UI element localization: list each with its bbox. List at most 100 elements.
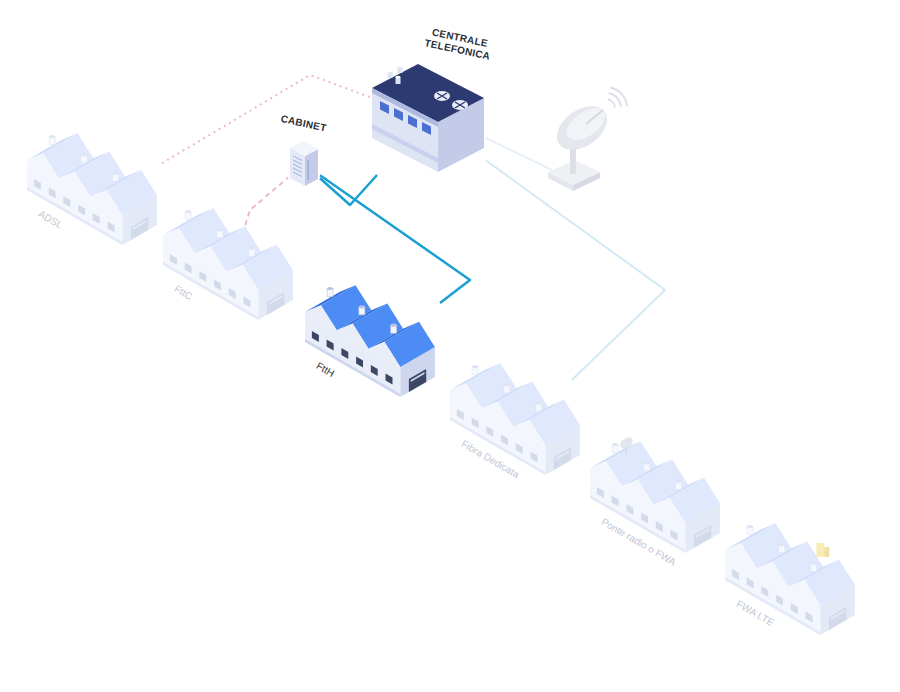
network-link <box>320 175 377 205</box>
window <box>327 340 334 351</box>
window <box>612 496 619 507</box>
chimney-top <box>185 210 191 213</box>
office-window <box>380 101 389 114</box>
roof-dish <box>618 435 635 450</box>
cooling-fan <box>452 100 468 110</box>
node-label: Ponte radio o FWA <box>599 516 678 568</box>
chimney-top <box>49 135 55 138</box>
factory-site: FWA LTE <box>720 540 860 645</box>
window <box>761 586 768 597</box>
gable <box>195 247 227 272</box>
node-label: ADSL <box>36 208 65 231</box>
window <box>185 263 192 274</box>
factory-drawing <box>163 208 293 320</box>
gable <box>725 543 757 568</box>
street-cabinet: CABINET <box>288 140 320 188</box>
gable <box>227 265 259 290</box>
door-stripe <box>133 220 147 230</box>
window <box>472 418 479 429</box>
factory-site: FttH <box>300 302 440 412</box>
pipe-top <box>398 65 403 68</box>
factory-site: Fibra Dedicata <box>445 380 585 490</box>
node-label: FWA LTE <box>734 598 776 629</box>
gable <box>59 172 91 197</box>
window <box>214 280 221 291</box>
window <box>671 530 678 541</box>
chimney-top <box>644 461 650 464</box>
cabinet-top <box>290 141 318 156</box>
wall-base <box>305 339 400 397</box>
factory-site: ADSL <box>22 150 162 260</box>
chimney-top <box>249 247 255 250</box>
gable <box>91 190 123 215</box>
window <box>776 595 783 606</box>
signal-wave <box>610 86 628 106</box>
fan-blades <box>437 93 447 99</box>
office-window <box>422 122 431 135</box>
node-label: CABINET <box>280 113 328 134</box>
window <box>806 612 813 623</box>
window <box>656 521 663 532</box>
cabinet-vent <box>293 172 302 177</box>
window <box>531 452 538 463</box>
network-link <box>162 75 370 163</box>
office-ledge <box>372 88 438 127</box>
chimney-top <box>81 153 87 156</box>
window <box>244 297 251 308</box>
dish-link <box>486 138 552 170</box>
door <box>554 447 571 470</box>
chimney-top <box>779 543 785 546</box>
office-roof <box>372 64 484 122</box>
window <box>626 504 633 515</box>
window <box>312 331 319 342</box>
cabinet-vent <box>293 160 302 165</box>
gable <box>27 153 59 178</box>
dish-bowl <box>549 97 616 159</box>
chimney-top <box>327 287 333 290</box>
network-link <box>486 160 665 380</box>
window <box>791 603 798 614</box>
chimney-top <box>504 383 510 386</box>
chimney-top <box>747 525 753 528</box>
network-link <box>320 175 470 303</box>
chimney-top <box>391 324 397 327</box>
dish-face <box>561 102 611 147</box>
cabinet-vent <box>308 160 309 180</box>
factory-drawing <box>725 523 855 635</box>
window <box>341 348 348 359</box>
gable <box>622 480 654 505</box>
fan-blades <box>455 102 465 108</box>
gable <box>590 461 622 486</box>
node-label: FttH <box>314 360 336 380</box>
wall-base <box>725 577 820 635</box>
chimney-top <box>113 172 119 175</box>
door-stripe <box>696 528 710 538</box>
chimney-top <box>676 480 682 483</box>
gable <box>789 580 821 605</box>
window <box>356 357 363 368</box>
cabinet-vent <box>293 164 302 169</box>
dish-feed <box>586 110 603 124</box>
factory-drawing <box>305 285 435 397</box>
door-stripe <box>831 610 845 620</box>
wall-base <box>27 187 122 245</box>
gable <box>514 420 546 445</box>
window <box>108 222 115 233</box>
network-link <box>245 178 288 225</box>
node-label: Fibra Dedicata <box>459 438 521 481</box>
street-cabinet-drawing <box>290 141 318 186</box>
window <box>49 188 56 199</box>
signal-wave <box>608 98 616 107</box>
factory-drawing <box>450 363 580 475</box>
node-label: FttC <box>172 283 194 303</box>
chimney-top <box>217 228 223 231</box>
window <box>63 196 70 207</box>
office-window <box>408 115 417 128</box>
factory-site: FttC <box>158 225 298 335</box>
pipe-top <box>388 70 393 73</box>
window <box>93 213 100 224</box>
window <box>457 409 464 420</box>
chimney-top <box>359 305 365 308</box>
gable <box>654 498 686 523</box>
